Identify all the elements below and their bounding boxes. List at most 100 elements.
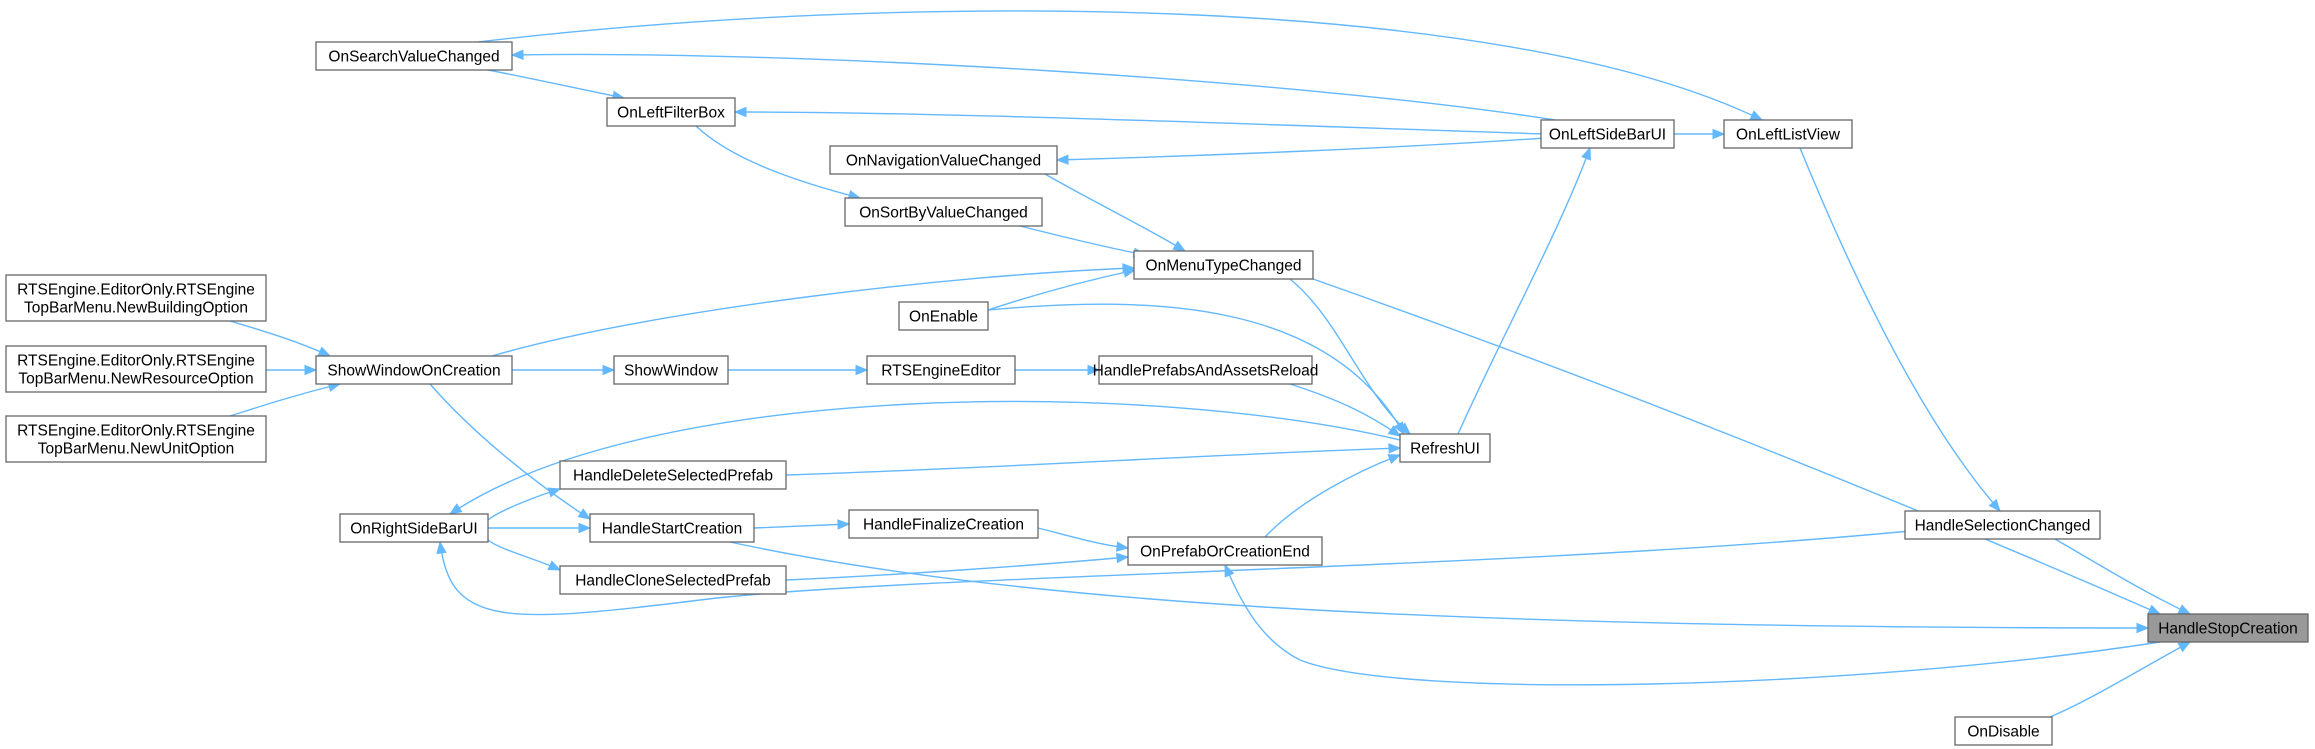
node-new-building-option[interactable]: RTSEngine.EditorOnly.RTSEngineTopBarMenu… (5, 274, 267, 322)
edge-handle-prefabs-and-assets-reload-to-refresh-ui (1289, 383, 1402, 437)
node-box (1540, 119, 1675, 149)
edge-line (729, 541, 2149, 629)
node-label: OnRightSideBarUI (350, 521, 478, 538)
edge-handle-selection-changed-to-on-right-side-bar-ui (436, 530, 1911, 616)
node-handle-stop-creation[interactable]: HandleStopCreation (2147, 613, 2309, 643)
node-box (559, 565, 787, 595)
node-label: HandleDeleteSelectedPrefab (573, 468, 773, 485)
arrowhead (448, 503, 463, 515)
edge-line (1056, 137, 1546, 161)
edge-handle-start-creation-to-handle-stop-creation (729, 541, 2150, 634)
node-label: HandleCloneSelectedPrefab (575, 573, 771, 590)
node-box (339, 513, 489, 543)
edge-on-sort-by-value-changed-to-on-menu-type-changed (1019, 225, 1147, 258)
edge-line (1019, 225, 1146, 256)
edge-show-window-on-creation-to-show-window (512, 364, 616, 376)
edge-on-search-value-changed-to-on-left-filter-box (487, 69, 626, 101)
edge-line (1037, 527, 1129, 549)
edge-line (785, 556, 1129, 581)
arrowhead (510, 49, 524, 61)
arrowhead (733, 106, 747, 118)
edge-line (229, 320, 331, 357)
edge-line (695, 125, 861, 199)
edge-line (2054, 538, 2191, 615)
node-show-window[interactable]: ShowWindow (613, 355, 729, 385)
arrowhead (1172, 240, 1187, 252)
node-on-enable[interactable]: OnEnable (898, 301, 989, 331)
node-box (1723, 119, 1853, 149)
edge-line (753, 523, 850, 529)
node-on-sort-by-value-changed[interactable]: OnSortByValueChanged (844, 197, 1043, 227)
edge-line (987, 303, 1405, 435)
node-label: OnLeftListView (1736, 127, 1841, 144)
node-handle-finalize-creation[interactable]: HandleFinalizeCreation (848, 509, 1039, 539)
arrowhead (317, 346, 332, 357)
node-label: TopBarMenu.NewResourceOption (18, 371, 253, 388)
node-on-search-value-changed[interactable]: OnSearchValueChanged (315, 41, 513, 71)
arrowhead (2147, 604, 2162, 615)
node-box (1098, 355, 1313, 385)
node-label: OnSortByValueChanged (859, 205, 1028, 222)
node-new-unit-option[interactable]: RTSEngine.EditorOnly.RTSEngineTopBarMenu… (5, 415, 267, 463)
edge-refresh-ui-to-on-left-side-bar-ui (1457, 146, 1591, 435)
node-on-left-list-view[interactable]: OnLeftListView (1723, 119, 1853, 149)
arrowhead (1712, 128, 1726, 140)
node-label: HandlePrefabsAndAssetsReload (1093, 363, 1319, 380)
edge-line (477, 10, 1763, 121)
node-box (559, 460, 787, 490)
arrowhead (1581, 146, 1591, 161)
node-on-right-side-bar-ui[interactable]: OnRightSideBarUI (339, 513, 489, 543)
node-label: OnDisable (1967, 724, 2039, 741)
arrowhead (1749, 110, 1764, 121)
node-label: RTSEngine.EditorOnly.RTSEngine (17, 353, 255, 370)
edge-line (1264, 454, 1401, 538)
edge-line (2049, 641, 2191, 718)
node-box (844, 197, 1043, 227)
edge-line (439, 530, 1911, 616)
node-label: OnMenuTypeChanged (1146, 258, 1302, 275)
node-on-disable[interactable]: OnDisable (1954, 716, 2053, 746)
node-show-window-on-creation[interactable]: ShowWindowOnCreation (315, 355, 513, 385)
node-on-navigation-value-changed[interactable]: OnNavigationValueChanged (829, 145, 1058, 175)
node-label: ShowWindow (624, 363, 719, 380)
edge-handle-finalize-creation-to-on-prefab-or-creation-end (1037, 527, 1130, 552)
edge-on-navigation-value-changed-to-on-menu-type-changed (1044, 173, 1187, 252)
edge-on-left-list-view-to-handle-selection-changed (1799, 147, 2001, 513)
node-label: RTSEngine.EditorOnly.RTSEngine (17, 423, 255, 440)
edge-rtsengine-editor-to-handle-prefabs-and-assets-reload (1015, 364, 1101, 376)
node-label: OnLeftSideBarUI (1549, 127, 1666, 144)
node-handle-delete-selected-prefab[interactable]: HandleDeleteSelectedPrefab (559, 460, 787, 490)
edge-line (487, 69, 625, 99)
node-box (613, 355, 729, 385)
node-label: TopBarMenu.NewBuildingOption (24, 300, 248, 317)
node-handle-clone-selected-prefab[interactable]: HandleCloneSelectedPrefab (559, 565, 787, 595)
edge-handle-selection-changed-to-handle-stop-creation (2054, 538, 2192, 615)
node-label: ShowWindowOnCreation (327, 363, 500, 380)
arrowhead (304, 364, 318, 376)
node-box (606, 97, 736, 127)
node-label: OnNavigationValueChanged (846, 153, 1041, 170)
node-handle-start-creation[interactable]: HandleStartCreation (589, 513, 755, 543)
edge-line (1224, 564, 2161, 686)
edge-on-left-side-bar-ui-to-on-navigation-value-changed (1055, 137, 1546, 165)
edge-on-enable-to-refresh-ui (987, 303, 1405, 436)
node-rtsengine-editor[interactable]: RTSEngineEditor (866, 355, 1016, 385)
node-new-resource-option[interactable]: RTSEngine.EditorOnly.RTSEngineTopBarMenu… (5, 345, 267, 393)
edge-on-left-side-bar-ui-to-on-search-value-changed (510, 49, 1556, 121)
edge-line (1799, 147, 2001, 512)
node-refresh-ui[interactable]: RefreshUI (1399, 433, 1491, 463)
node-box (1127, 536, 1323, 566)
arrowhead (2177, 604, 2192, 615)
node-box (2147, 613, 2309, 643)
edge-new-resource-option-to-show-window-on-creation (266, 364, 318, 376)
node-on-menu-type-changed[interactable]: OnMenuTypeChanged (1133, 250, 1314, 280)
node-on-left-filter-box[interactable]: OnLeftFilterBox (606, 97, 736, 127)
node-label: HandleSelectionChanged (1915, 518, 2091, 535)
arrowhead (1393, 421, 1405, 436)
node-handle-selection-changed[interactable]: HandleSelectionChanged (1904, 510, 2101, 540)
node-label: OnLeftFilterBox (617, 105, 725, 122)
node-handle-prefabs-and-assets-reload[interactable]: HandlePrefabsAndAssetsReload (1093, 355, 1319, 385)
node-on-left-side-bar-ui[interactable]: OnLeftSideBarUI (1540, 119, 1675, 149)
node-on-prefab-or-creation-end[interactable]: OnPrefabOrCreationEnd (1127, 536, 1323, 566)
